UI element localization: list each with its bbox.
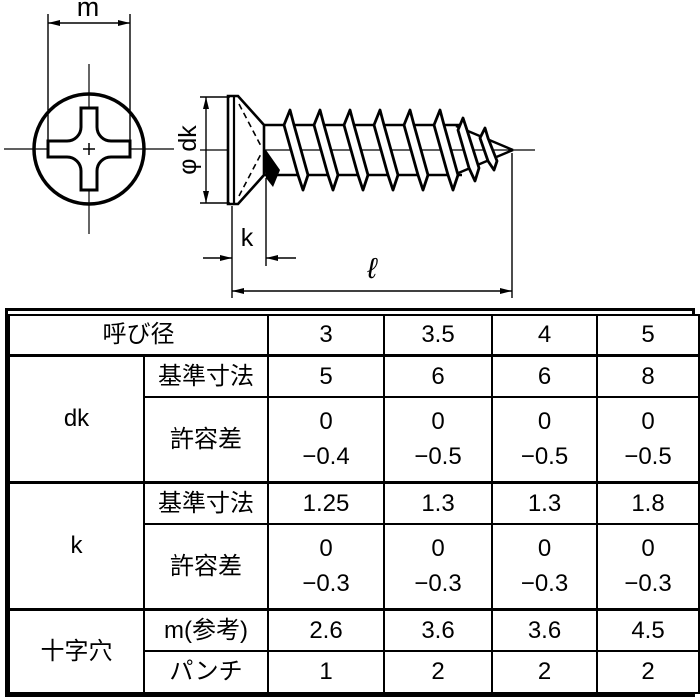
row-label: 基準寸法 [143,354,269,398]
length-arrow-right [500,288,512,294]
table-cell: 3 [267,314,385,357]
table-cell: 0−0.5 [596,396,700,484]
screw-side-view [200,94,535,206]
screw-front-view [4,64,174,234]
table-cell: 1.25 [267,481,385,525]
table-cell: 6 [383,354,493,398]
table-cell: 0−0.5 [491,396,598,484]
k-arrow-right [266,255,278,261]
head-outline-circle [32,92,146,206]
table-cell: 1 [267,650,385,694]
recess-hidden-lines [238,103,263,197]
table-cell: 0−0.5 [383,396,493,484]
dimension-k: k [203,178,296,298]
table-cell: 1.8 [596,481,700,525]
screw-drawing-svg: m [4,0,535,298]
table-row-nominal: 呼び径 3 3.5 4 5 [8,314,700,357]
row-label: 許容差 [143,396,269,484]
row-label: m(参考) [143,608,269,652]
table-cell: 4.5 [596,608,700,652]
table-cell: 0−0.3 [383,523,493,611]
k-label: k [241,224,254,252]
table-cell: 1.3 [491,481,598,525]
screw-head [226,94,266,206]
table-cell: 2 [491,650,598,694]
table-cell: 2 [596,650,700,694]
phi-dk-label: φ dk [174,125,202,175]
dimension-length: ℓ [232,153,513,298]
table-cell: 5 [596,314,700,357]
table-cell: 5 [267,354,385,398]
table-cell: 0−0.4 [267,396,385,484]
dk-arrow-bottom [203,191,209,203]
table-cell: 3.6 [491,608,598,652]
table-row-punch: パンチ 1 2 2 2 [9,650,700,694]
thread-start [261,148,280,187]
table-cell: 3.5 [383,314,493,357]
center-mark [83,143,95,155]
screw-threads [282,108,499,192]
spec-table: 呼び径 3 3.5 4 5 dk 基準寸法 5 6 6 8 許容差 0−0.4 … [8,314,700,694]
table-cell: 3.6 [383,608,493,652]
row-label: 許容差 [143,523,269,611]
length-arrow-left [232,288,244,294]
dimension-m: m [47,0,131,140]
table-cell: 0−0.3 [596,523,700,611]
table-row-k-tolerance: 許容差 0−0.3 0−0.3 0−0.3 0−0.3 [9,523,700,611]
table-row-k-basic: k 基準寸法 1.25 1.3 1.3 1.8 [8,481,700,611]
table-cell: 2 [383,650,493,694]
table-row-dk-basic: dk 基準寸法 5 6 6 8 [8,354,700,484]
table-cell: 1.3 [383,481,493,525]
spec-table-frame: 呼び径 3 3.5 4 5 dk 基準寸法 5 6 6 8 許容差 0−0.4 … [5,308,700,697]
m-label: m [77,0,100,22]
row-label: パンチ [143,650,269,694]
length-label: ℓ [366,253,378,285]
m-arrow-right [118,20,130,26]
group-label-dk: dk [8,354,145,484]
table-cell: 8 [596,354,700,398]
nominal-diameter-label: 呼び径 [8,314,269,357]
table-cell: 0−0.3 [267,523,385,611]
dk-arrow-top [203,97,209,109]
table-row-dk-tolerance: 許容差 0−0.4 0−0.5 0−0.5 0−0.5 [9,396,700,484]
table-cell: 2.6 [267,608,385,652]
technical-drawing: m [0,0,700,308]
group-label-k: k [8,481,145,611]
table-cell: 0−0.3 [491,523,598,611]
table-cell: 4 [491,314,598,357]
table-cell: 6 [491,354,598,398]
group-label-cross-recess: 十字穴 [8,608,145,694]
k-arrow-left [220,255,232,261]
table-row-m-reference: 十字穴 m(参考) 2.6 3.6 3.6 4.5 [8,608,700,694]
row-label: 基準寸法 [143,481,269,525]
m-arrow-left [48,20,60,26]
dimension-phi-dk: φ dk [174,96,230,204]
